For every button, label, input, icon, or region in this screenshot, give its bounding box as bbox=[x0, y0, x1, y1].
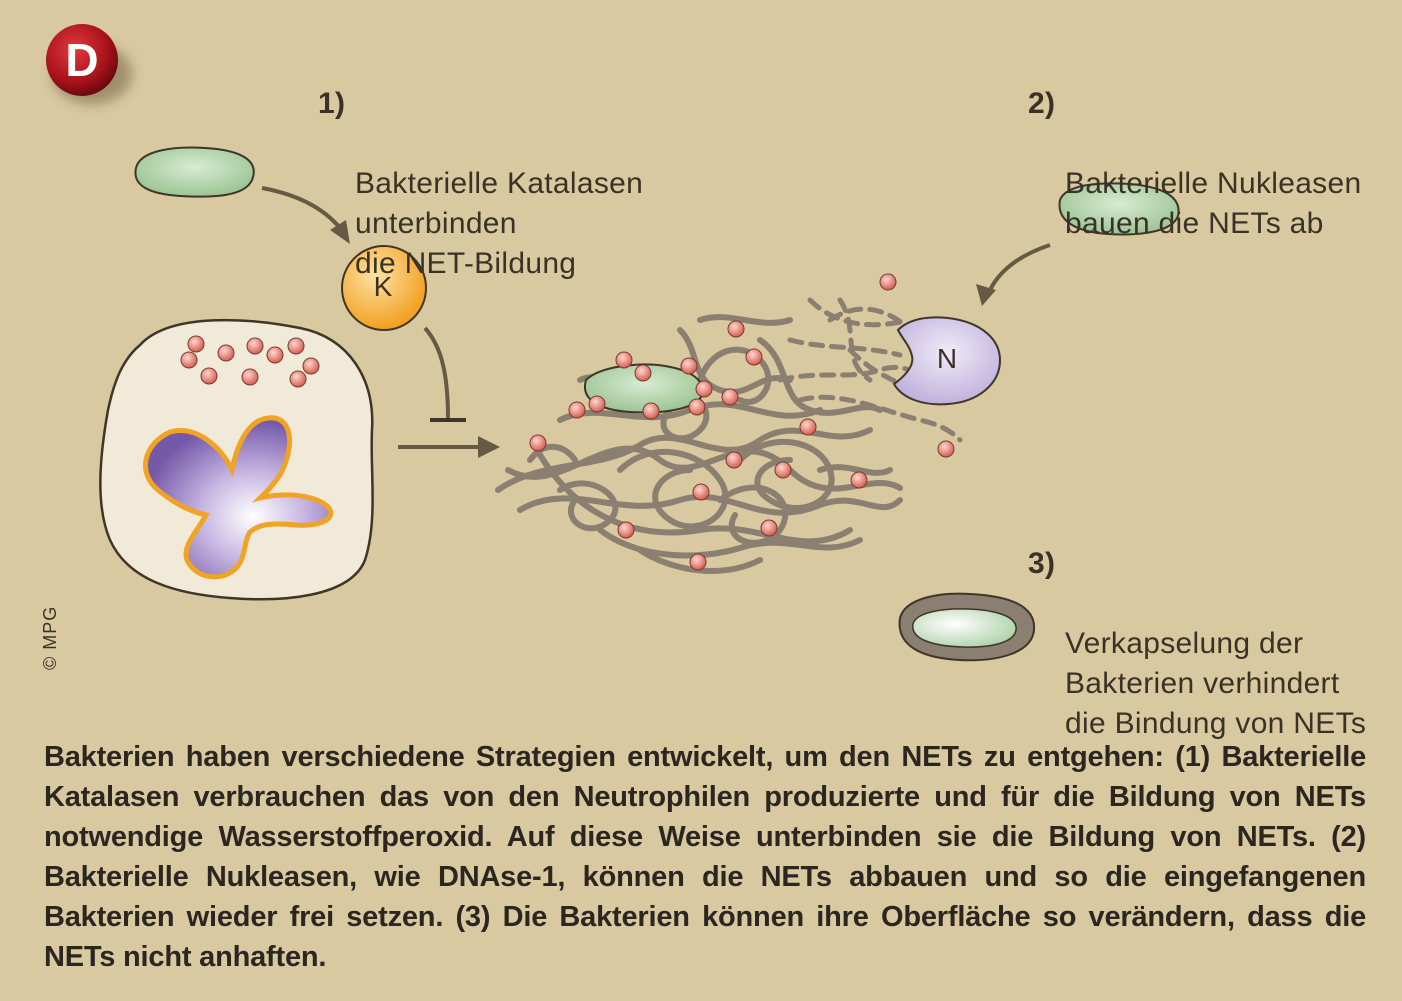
arrow-to-nets bbox=[398, 436, 500, 458]
catalase-enzyme: K bbox=[341, 245, 427, 331]
diagram-canvas: D K bbox=[46, 24, 1180, 662]
step-3-number: 3) bbox=[1028, 547, 1056, 580]
neutrophil-granules bbox=[180, 335, 320, 388]
step-1-label: 1) Bakterielle Katalasen unterbinden die… bbox=[318, 84, 644, 284]
catalase-letter: K bbox=[374, 271, 393, 302]
nuclease-enzyme: N bbox=[892, 316, 1002, 406]
nucleus-shape bbox=[143, 415, 334, 580]
step-2-number: 2) bbox=[1028, 87, 1056, 120]
net-fibers bbox=[495, 314, 903, 574]
step-3-label: 3) Verkapselung der Bakterien verhindert… bbox=[1028, 544, 1367, 744]
arrow-to-nuclease bbox=[976, 243, 1051, 306]
step-2-text: Bakterielle Nukleasen bauen die NETs ab bbox=[1065, 167, 1362, 240]
inhibition-line bbox=[423, 326, 466, 422]
step-2-label: 2) Bakterielle Nukleasen bauen die NETs … bbox=[1028, 84, 1362, 244]
bacterium-nuclease-producer bbox=[1058, 182, 1180, 236]
badge-letter: D bbox=[65, 34, 98, 86]
step-1-number: 1) bbox=[318, 87, 346, 120]
step-3-text: Verkapselung der Bakterien verhindert di… bbox=[1065, 627, 1367, 740]
copyright-notice: © MPG bbox=[40, 605, 60, 670]
neutrophil-cell bbox=[99, 318, 374, 601]
net-granules bbox=[529, 273, 955, 571]
encapsulated-bacterium bbox=[898, 592, 1036, 662]
bacterium-catalase-producer bbox=[134, 146, 255, 198]
section-badge: D bbox=[46, 24, 132, 104]
arrow-to-catalase bbox=[261, 186, 350, 244]
step-1-text: Bakterielle Katalasen unterbinden die NE… bbox=[355, 167, 644, 280]
figure-caption: Bakterien haben verschiedene Strategien … bbox=[44, 741, 1366, 973]
nuclease-letter: N bbox=[937, 343, 957, 374]
